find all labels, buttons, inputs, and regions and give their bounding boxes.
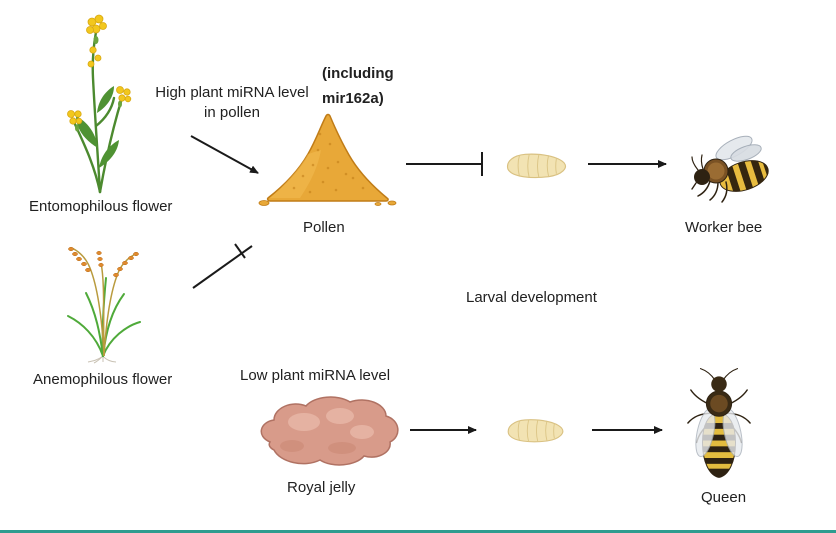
low-mirna-annotation: Low plant miRNA level (240, 367, 391, 384)
including-mir162a-annotation: (including mir162a) (322, 61, 394, 111)
worker-bee-illustration (691, 135, 773, 203)
arrow-pollen-to-larva-inhibition (406, 152, 483, 176)
label-pollen: Pollen (303, 219, 345, 236)
high-mirna-annotation: High plant miRNA level in pollen (146, 83, 318, 123)
larva-bottom-illustration (507, 419, 564, 443)
bottom-border (0, 530, 836, 533)
label-entomophilous-flower: Entomophilous flower (29, 198, 173, 215)
larval-development-annotation: Larval development (466, 289, 597, 306)
arrow-anemophilous-to-pollen-blocked (192, 243, 253, 289)
label-queen: Queen (701, 489, 747, 506)
larva-top-illustration (506, 153, 566, 179)
high-mirna-line1: High plant miRNA level (155, 84, 309, 101)
pollen-illustration (258, 113, 397, 206)
high-mirna-line2: in pollen (204, 104, 260, 121)
queen-bee-illustration (687, 368, 751, 478)
including-line2: mir162a) (322, 90, 384, 107)
entomophilous-flower-illustration (67, 14, 132, 194)
royal-jelly-illustration (260, 396, 399, 466)
label-anemophilous-flower: Anemophilous flower (33, 371, 173, 388)
including-line1: (including (322, 65, 394, 82)
arrow-entomophilous-to-pollen (190, 135, 259, 174)
label-royal-jelly: Royal jelly (287, 479, 356, 496)
anemophilous-flower-illustration (67, 246, 141, 364)
label-worker-bee: Worker bee (685, 219, 763, 236)
